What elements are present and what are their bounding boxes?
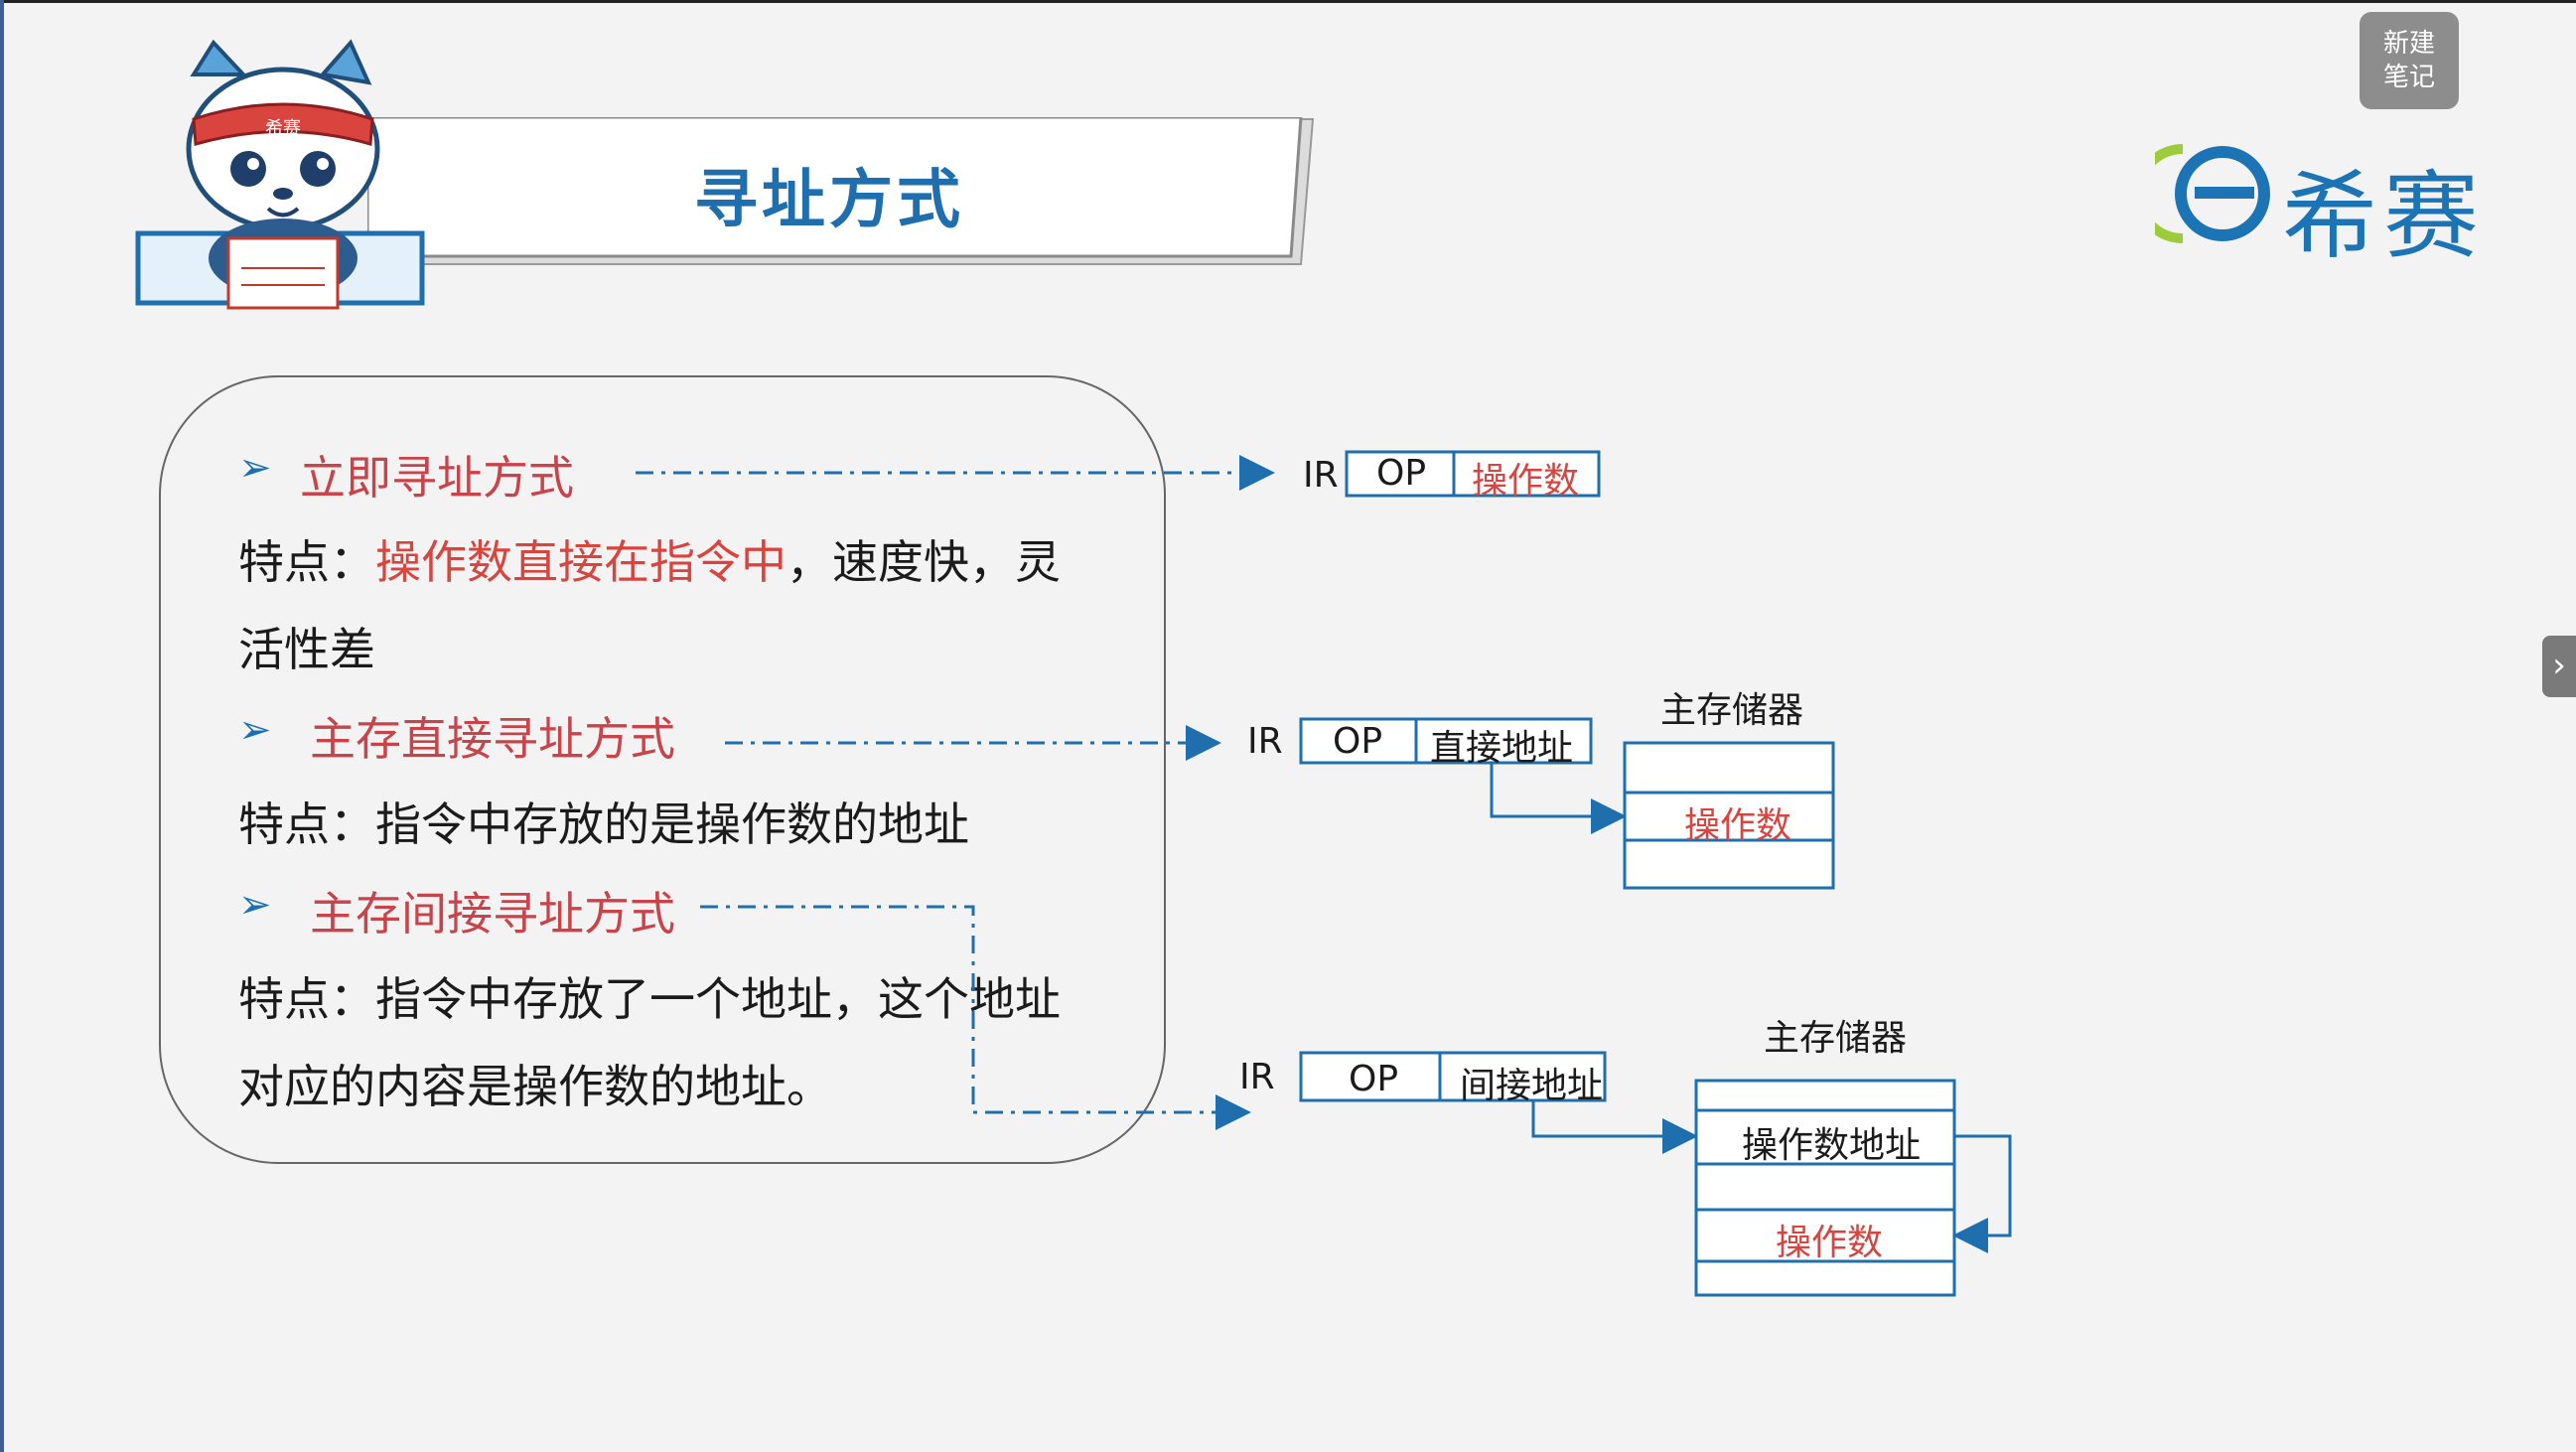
chevron-right-icon: › <box>2552 646 2566 685</box>
feature-prefix: 特点： <box>238 798 375 851</box>
bullet-arrow-icon: ➢ <box>238 445 272 491</box>
window-top-border <box>0 0 2576 3</box>
feature-rest: ，速度快，灵 <box>787 535 1061 589</box>
register-label-immediate: IR <box>1303 455 1339 496</box>
bullet-arrow-icon: ➢ <box>238 882 272 928</box>
op-field-indirect: OP <box>1349 1059 1399 1099</box>
instruction-box-direct <box>1299 717 1593 765</box>
logo-icon <box>2155 144 2270 243</box>
window-left-border <box>0 0 4 1452</box>
feature-prefix: 特点： <box>238 535 375 589</box>
new-note-label-line2: 笔记 <box>2382 63 2435 92</box>
op-field-direct: OP <box>1333 721 1383 762</box>
section-feature-indirect-line2: 对应的内容是操作数的地址。 <box>238 1060 832 1113</box>
pointer-direct <box>1490 763 1627 834</box>
address-field-indirect: 间接地址 <box>1460 1066 1604 1106</box>
memory-label-indirect: 主存储器 <box>1764 1018 1908 1059</box>
memory-label-direct: 主存储器 <box>1660 690 1804 731</box>
instruction-box-indirect <box>1299 1051 1607 1102</box>
memory-cell-operand-direct: 操作数 <box>1684 805 1792 846</box>
mascot-headband-text: 希赛 <box>265 118 301 139</box>
memory-cell-operand-indirect: 操作数 <box>1776 1223 1884 1263</box>
memory-cell-address-indirect: 操作数地址 <box>1742 1125 1922 1166</box>
section-heading-immediate: 立即寻址方式 <box>300 451 574 505</box>
feature-text: 指令中存放的是操作数的地址 <box>375 798 969 851</box>
section-feature-immediate-line2: 活性差 <box>238 623 375 676</box>
side-panel-toggle[interactable]: › <box>2542 636 2576 697</box>
memory-block-indirect <box>1694 1079 1956 1297</box>
register-label-direct: IR <box>1247 721 1283 762</box>
new-note-button[interactable]: 新建 笔记 <box>2360 12 2459 109</box>
section-feature-direct: 特点：指令中存放的是操作数的地址 <box>238 789 969 854</box>
section-feature-indirect: 特点：指令中存放了一个地址，这个地址 <box>238 963 1061 1029</box>
feature-prefix: 特点： <box>238 972 375 1026</box>
mascot-cat-illustration: 希赛 <box>135 39 425 310</box>
pointer-indirect-loop <box>1952 1134 2012 1253</box>
feature-text: 指令中存放了一个地址，这个地址 <box>375 972 1061 1026</box>
address-field-direct: 直接地址 <box>1430 728 1574 769</box>
instruction-box-immediate <box>1345 450 1601 498</box>
feature-highlight: 操作数直接在指令中 <box>375 535 787 589</box>
section-heading-indirect: 主存间接寻址方式 <box>310 887 675 941</box>
memory-block-direct <box>1623 741 1835 890</box>
title-banner <box>367 117 1315 265</box>
register-label-indirect: IR <box>1239 1057 1275 1097</box>
new-note-label-line1: 新建 <box>2382 29 2435 59</box>
section-feature-immediate: 特点：操作数直接在指令中，速度快，灵 <box>238 526 1061 592</box>
op-field-immediate: OP <box>1376 453 1427 494</box>
page-title: 寻址方式 <box>694 164 964 237</box>
connector-indirect <box>700 905 1251 1130</box>
section-heading-direct: 主存直接寻址方式 <box>310 712 675 766</box>
operand-field-immediate: 操作数 <box>1472 461 1580 502</box>
bullet-arrow-icon: ➢ <box>238 707 272 753</box>
logo-text: 希赛 <box>2282 161 2485 272</box>
content-panel <box>159 375 1166 1164</box>
pointer-indirect <box>1531 1100 1698 1154</box>
